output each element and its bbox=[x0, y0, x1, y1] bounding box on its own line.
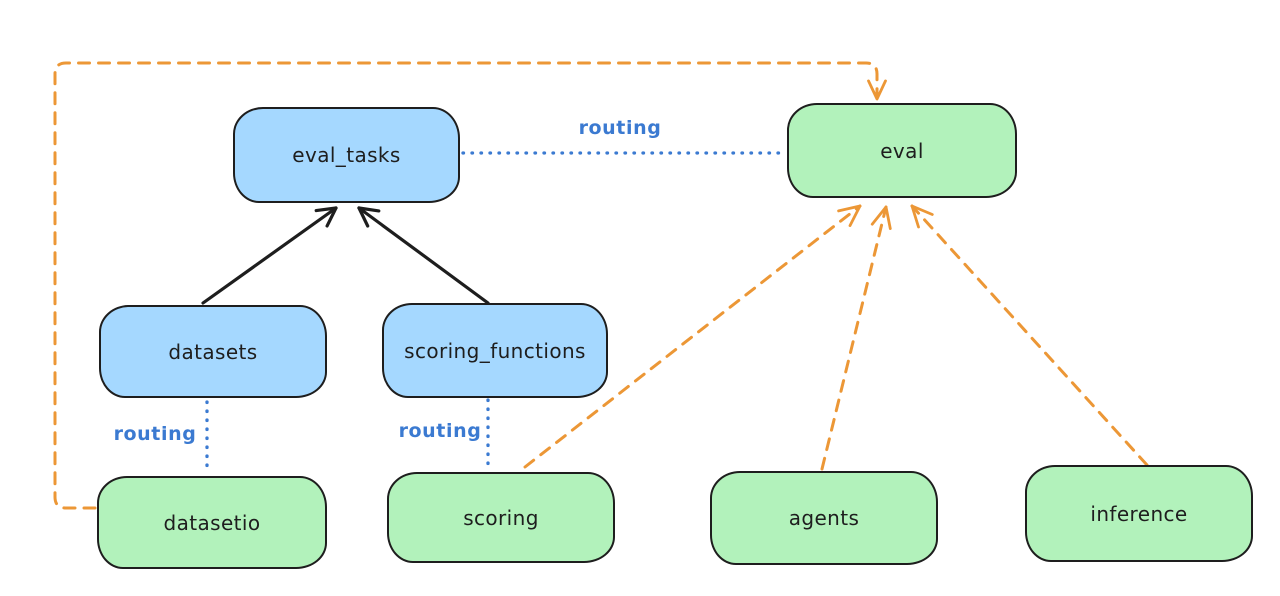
node-datasets-label: datasets bbox=[168, 339, 258, 364]
edge-inference-to-eval bbox=[910, 204, 1149, 467]
node-scoring: scoring bbox=[387, 472, 615, 563]
arrowhead-scoring-functions-to-eval-tasks bbox=[357, 206, 381, 228]
edge-label-routing-top: routing bbox=[578, 117, 662, 139]
edge-datasets-to-eval-tasks bbox=[201, 206, 338, 305]
edge-datasetio-to-eval bbox=[53, 61, 879, 510]
edge-scoring-functions-to-eval-tasks bbox=[357, 206, 490, 305]
node-scoring-functions: scoring_functions bbox=[382, 303, 608, 398]
node-datasets: datasets bbox=[99, 305, 327, 398]
arrowhead-datasets-to-eval-tasks bbox=[314, 206, 338, 228]
node-scoring-functions-label: scoring_functions bbox=[404, 338, 586, 363]
edge-scoring-to-eval bbox=[523, 204, 862, 469]
node-datasetio-label: datasetio bbox=[163, 510, 261, 535]
node-agents: agents bbox=[710, 471, 938, 565]
arrowhead-datasetio-to-eval bbox=[867, 79, 887, 101]
node-eval: eval bbox=[787, 103, 1017, 198]
arrowhead-scoring-to-eval bbox=[837, 204, 862, 228]
edge-label-routing-left: routing bbox=[113, 423, 197, 445]
node-inference: inference bbox=[1025, 465, 1253, 562]
node-agents-label: agents bbox=[788, 506, 860, 530]
edge-agents-to-eval bbox=[820, 205, 888, 471]
node-eval-label: eval bbox=[880, 138, 924, 163]
edge-label-routing-middle: routing bbox=[398, 420, 482, 442]
node-inference-label: inference bbox=[1090, 501, 1188, 526]
arrowhead-inference-to-eval bbox=[910, 204, 934, 229]
node-scoring-label: scoring bbox=[463, 505, 539, 530]
node-eval-tasks-label: eval_tasks bbox=[292, 143, 401, 167]
node-eval-tasks: eval_tasks bbox=[233, 107, 460, 203]
arrowhead-agents-to-eval bbox=[870, 205, 892, 231]
node-datasetio: datasetio bbox=[97, 476, 327, 569]
